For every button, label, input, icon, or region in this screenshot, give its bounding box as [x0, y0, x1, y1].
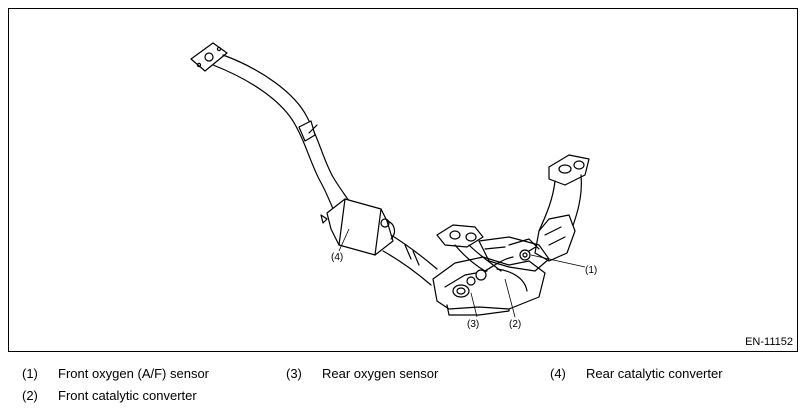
legend-item-2: (2) Front catalytic converter — [22, 388, 197, 403]
legend-text: Front oxygen (A/F) sensor — [58, 366, 209, 381]
legend-number: (1) — [22, 366, 38, 381]
callout-4: (4) — [331, 252, 343, 263]
legend-item-3: (3) Rear oxygen sensor — [286, 366, 438, 381]
front-catalytic-converter — [432, 256, 546, 316]
front-pipe — [212, 54, 350, 214]
diagram-frame: (1) (2) (3) (4) EN-11152 — [8, 8, 798, 352]
heat-shield — [478, 236, 550, 272]
callout-1: (1) — [585, 265, 597, 276]
manifold-flange-left — [436, 224, 502, 272]
exhaust-system-drawing: (1) (2) (3) (4) — [190, 42, 597, 330]
legend-text: Rear catalytic converter — [586, 366, 723, 381]
figure-code: EN-11152 — [745, 336, 793, 348]
legend-number: (3) — [286, 366, 302, 381]
legend-number: (4) — [550, 366, 566, 381]
callout-2: (2) — [509, 319, 521, 330]
exhaust-manifold-right — [508, 154, 590, 262]
legend-text: Front catalytic converter — [58, 388, 197, 403]
inlet-flange — [190, 42, 228, 72]
rear-oxygen-sensor — [475, 256, 514, 281]
legend-item-1: (1) Front oxygen (A/F) sensor — [22, 366, 209, 381]
leader-lines — [338, 228, 586, 318]
center-pipe — [382, 234, 438, 286]
legend: (1) Front oxygen (A/F) sensor (2) Front ca… — [0, 358, 804, 412]
legend-number: (2) — [22, 388, 38, 403]
callout-3: (3) — [467, 319, 479, 330]
legend-text: Rear oxygen sensor — [322, 366, 439, 381]
legend-item-4: (4) Rear catalytic converter — [550, 366, 723, 381]
